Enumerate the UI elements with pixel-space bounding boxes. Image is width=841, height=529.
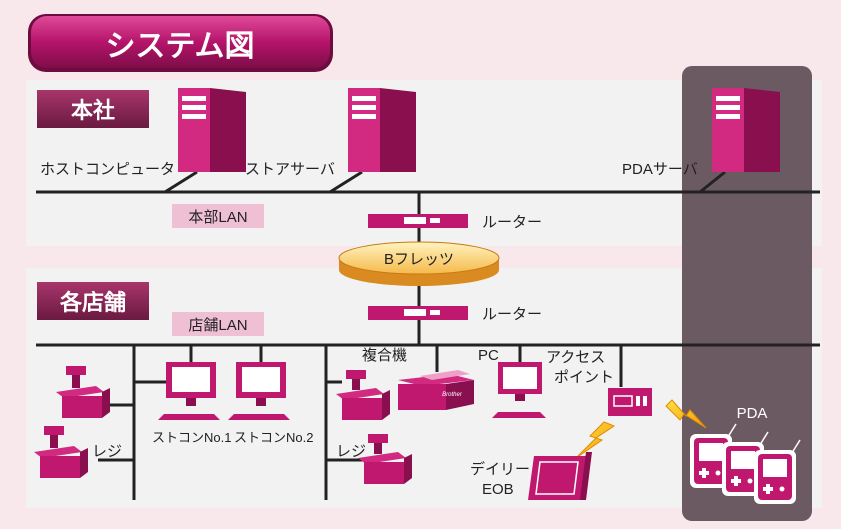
pc-label: PC [478, 347, 499, 364]
pda-server-label: PDAサーバ [622, 161, 698, 178]
storecon-2 [228, 362, 290, 420]
host-computer-server [178, 88, 246, 172]
access-point [608, 388, 652, 416]
store-server [348, 88, 416, 172]
host-computer-label: ホストコンピュータ [40, 161, 175, 178]
router-hq [368, 214, 468, 228]
storecon-1-label: ストコンNo.1 [152, 430, 231, 445]
svg-text:各店舗: 各店舗 [59, 290, 126, 315]
svg-text:本社: 本社 [71, 98, 115, 123]
pda-label: PDA [737, 405, 768, 422]
pc [492, 362, 546, 418]
section-hq-label: 本社 [37, 90, 149, 128]
lightning-icon [665, 399, 707, 429]
access-point-label-2: ポイント [554, 369, 614, 386]
register-left-label: レジ [92, 443, 122, 460]
svg-text:本部LAN: 本部LAN [188, 209, 247, 226]
section-stores-label: 各店舗 [37, 282, 149, 320]
router-store-label: ルーター [482, 306, 542, 323]
storecon-1 [158, 362, 220, 420]
store-server-label: ストアサーバ [245, 161, 335, 178]
store-lan-label: 店舗LAN [172, 312, 264, 336]
svg-text:Bフレッツ: Bフレッツ [384, 251, 454, 268]
printer-tag: Brother [442, 392, 463, 398]
bflets-cloud: Bフレッツ [338, 241, 500, 286]
pda-device-1 [690, 423, 737, 488]
daily-eob-label-1: デイリー [470, 460, 530, 478]
router-hq-label: ルーター [482, 214, 542, 231]
daily-eob-label-2: EOB [482, 481, 514, 498]
mfp-printer: Brother [398, 370, 474, 410]
register-right-top [336, 370, 390, 420]
register-right-bottom [358, 434, 412, 484]
svg-text:店舗LAN: 店舗LAN [188, 317, 247, 334]
pda-device-2 [722, 431, 769, 496]
storecon-2-label: ストコンNo.2 [234, 430, 313, 445]
page-title: システム図 [105, 30, 254, 63]
register-right-label: レジ [336, 443, 366, 460]
network-lines [36, 170, 820, 500]
pda-server [712, 88, 780, 172]
daily-eob-device [528, 452, 592, 500]
lightning-icon [575, 421, 616, 459]
title-banner: システム図 [28, 14, 333, 72]
hq-lan-label: 本部LAN [172, 204, 264, 228]
mfp-label: 複合機 [362, 347, 407, 364]
register-left-bottom [34, 426, 88, 478]
register-left-top [56, 366, 110, 418]
router-store [368, 306, 468, 320]
pda-device-3 [754, 439, 801, 504]
access-point-label-1: アクセス [546, 349, 605, 366]
